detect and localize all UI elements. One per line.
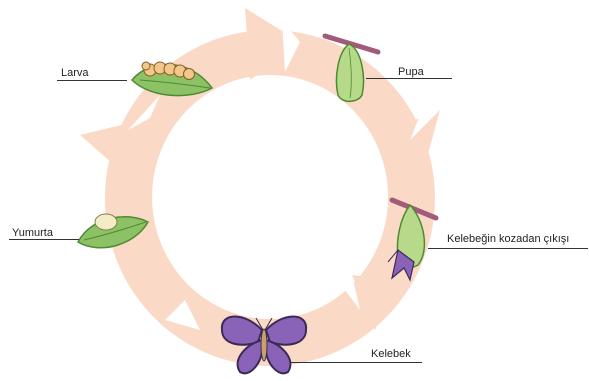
label-egg: Yumurta	[12, 227, 53, 239]
underline-butterfly	[291, 362, 422, 363]
underline-emergence	[428, 248, 588, 249]
underline-egg	[9, 239, 79, 240]
label-larva: Larva	[61, 67, 89, 79]
label-butterfly: Kelebek	[371, 348, 411, 360]
underline-larva	[57, 80, 127, 81]
cycle-arrows	[80, 8, 440, 366]
label-emergence: Kelebeğin kozadan çıkışı	[447, 233, 569, 245]
label-pupa: Pupa	[398, 66, 424, 78]
underline-pupa	[366, 78, 452, 79]
